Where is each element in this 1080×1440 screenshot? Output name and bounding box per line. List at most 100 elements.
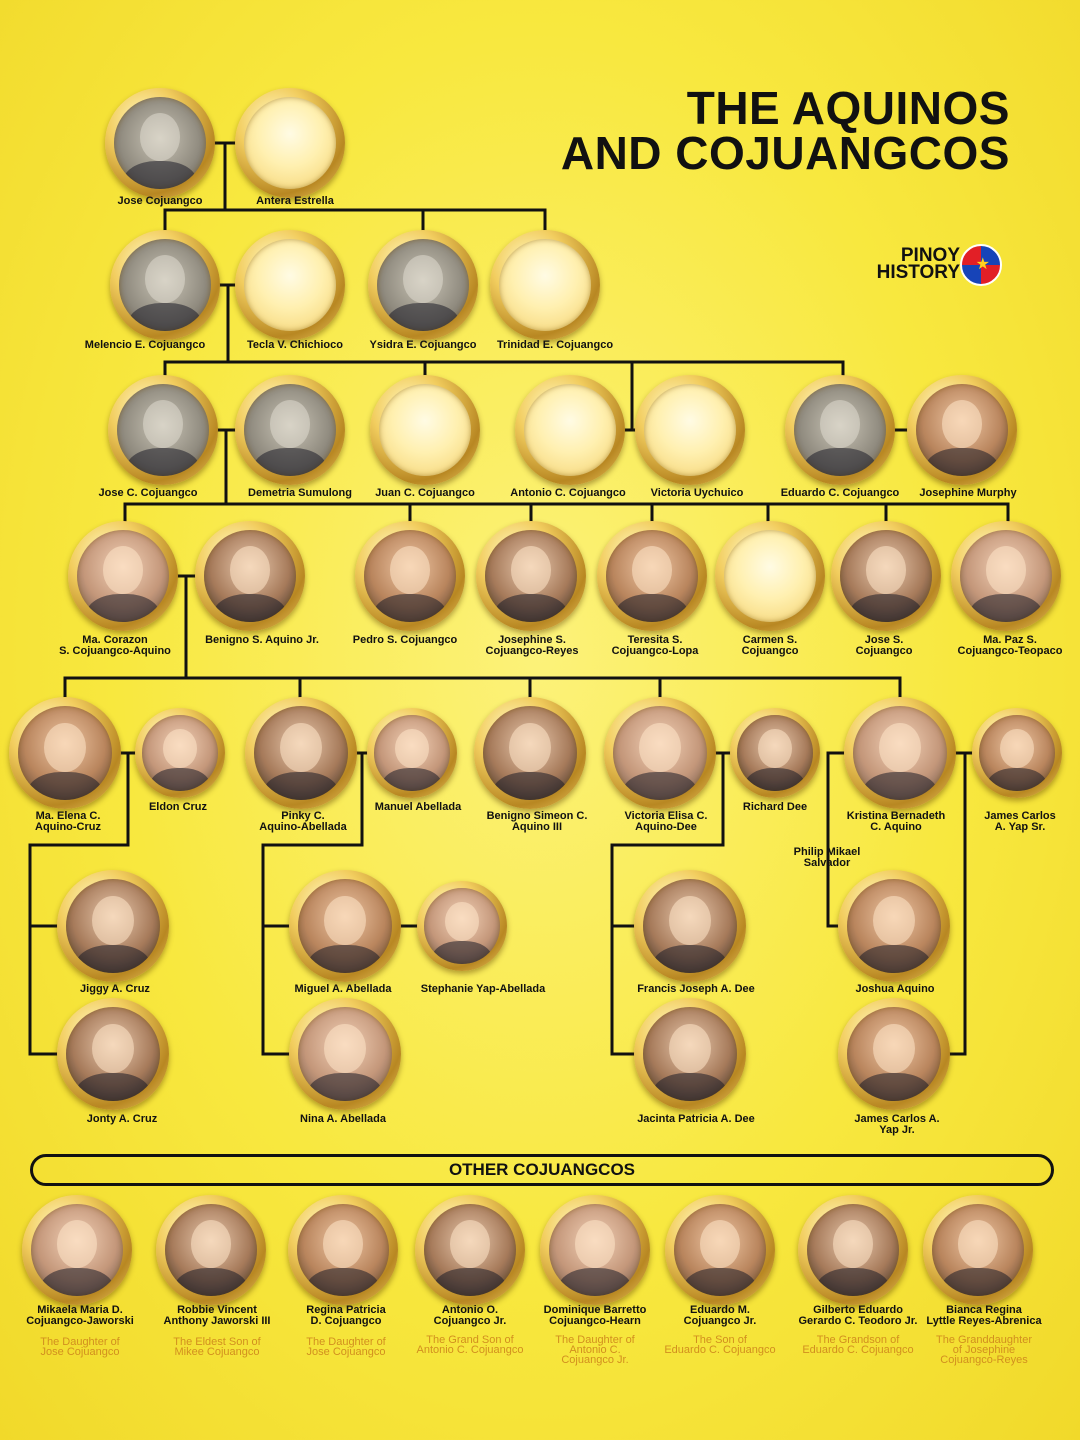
portrait-face — [832, 1220, 874, 1269]
portrait-photo — [253, 705, 349, 801]
portrait-torso — [149, 768, 211, 791]
portrait-face — [163, 728, 197, 769]
portrait-photo — [118, 238, 212, 332]
avatar-eduardo-c-cojuangco — [785, 375, 895, 485]
portrait-torso — [941, 1268, 1015, 1297]
name-kristina-bernadeth-c-aquino: Kristina Bernadeth C. Aquino — [846, 810, 946, 833]
portrait-photo — [203, 529, 297, 623]
brand-line-1: PINOY — [900, 245, 960, 266]
portrait-torso — [75, 944, 151, 974]
relation-dominique-barretto-cojuangco-hearn: The Daughter of Antonio C. Cojuangco Jr. — [555, 1334, 635, 1366]
portrait-face — [280, 722, 322, 772]
brand-logo: PINOY HISTORY ★ — [852, 244, 1002, 286]
avatar-tecla-v-chichioco — [235, 230, 345, 340]
portrait-face — [873, 895, 915, 945]
avatar-ma-paz-s-cojuangco-teopaco — [951, 521, 1061, 631]
relation-regina-patricia-d-cojuangco: The Daughter of Jose Cojuangco — [306, 1336, 386, 1358]
portrait-face — [324, 895, 366, 945]
avatar-jiggy-a-cruz — [57, 870, 169, 982]
avatar-nina-a-abellada — [289, 998, 401, 1110]
brand-line-2: HISTORY — [876, 262, 960, 283]
name-ma-elena-c-aquino-cruz: Ma. Elena C. Aquino-Cruz — [35, 810, 101, 833]
portrait-torso — [86, 594, 160, 623]
portrait-photo — [374, 715, 450, 791]
portrait-photo — [605, 529, 699, 623]
avatar-benigno-simeon-c-aquino-iii — [474, 697, 586, 809]
portrait-face — [389, 546, 431, 595]
portrait-face — [669, 1023, 711, 1073]
name-dominique-barretto-cojuangco-hearn: Dominique Barretto Cojuangco-Hearn — [543, 1304, 647, 1327]
chart-title: THE AQUINOS AND COJUANGCOS — [510, 82, 1010, 176]
portrait-torso — [969, 594, 1043, 623]
portrait-photo — [297, 1006, 393, 1102]
title-line-1: THE AQUINOS — [686, 82, 1010, 134]
avatar-benigno-s-aquino-jr — [195, 521, 305, 631]
portrait-face — [56, 1220, 98, 1269]
portrait-torso — [849, 594, 923, 623]
avatar-robbie-vincent-anthony-jaworski-iii — [156, 1195, 266, 1305]
avatar-pinky-c-aquino-abellada — [245, 697, 357, 809]
portrait-torso — [75, 1072, 151, 1102]
portrait-torso — [492, 771, 568, 801]
portrait-torso — [40, 1268, 114, 1297]
portrait-photo — [979, 715, 1055, 791]
empty-photo-placeholder — [523, 383, 617, 477]
portrait-torso — [622, 771, 698, 801]
portrait-face — [1000, 728, 1034, 769]
relation-mikaela-maria-d-cojuangco-jaworski: The Daughter of Jose Cojuangco — [40, 1336, 120, 1358]
portrait-face — [44, 722, 86, 772]
portrait-torso — [431, 941, 493, 964]
avatar-jose-cojuangco — [105, 88, 215, 198]
name-ma-corazon-aquino: Ma. Corazon S. Cojuangco-Aquino — [59, 634, 171, 657]
name-richard-dee: Richard Dee — [742, 801, 808, 813]
portrait-face — [324, 1023, 366, 1073]
portrait-photo — [65, 878, 161, 974]
name-philip-mikael-salvador: Philip Mikael Salvador — [793, 846, 861, 869]
name-demetria-sumulong: Demetria Sumulong — [248, 487, 352, 499]
name-jiggy-a-cruz: Jiggy A. Cruz — [80, 983, 150, 995]
avatar-james-carlos-a-yap-jr — [838, 998, 950, 1110]
name-ysidra-e-cojuangco: Ysidra E. Cojuangco — [369, 339, 477, 351]
avatar-ysidra-e-cojuangco — [368, 230, 478, 340]
avatar-ma-corazon-aquino — [68, 521, 178, 631]
name-eduardo-m-cojuangco-jr: Eduardo M. Cojuangco Jr. — [683, 1304, 757, 1327]
name-robbie-vincent-anthony-jaworski-iii: Robbie Vincent Anthony Jaworski III — [163, 1304, 271, 1327]
portrait-photo — [673, 1203, 767, 1297]
name-james-carlos-a-yap-sr: James Carlos A. Yap Sr. — [984, 810, 1056, 833]
name-benigno-s-aquino-jr: Benigno S. Aquino Jr. — [205, 634, 319, 646]
avatar-jonty-a-cruz — [57, 998, 169, 1110]
portrait-face — [269, 400, 311, 449]
portrait-torso — [986, 768, 1048, 791]
empty-photo-placeholder — [378, 383, 472, 477]
name-tecla-v-chichioco: Tecla V. Chichioco — [247, 339, 343, 351]
name-josephine-murphy: Josephine Murphy — [919, 487, 1017, 499]
name-melencio-e-cojuangco: Melencio E. Cojuangco — [84, 339, 206, 351]
avatar-james-carlos-a-yap-sr — [972, 708, 1062, 798]
portrait-torso — [213, 594, 287, 623]
portrait-torso — [381, 768, 443, 791]
relation-gilberto-eduardo-gerardo-c-teodoro-jr: The Grandson of Eduardo C. Cojuangco — [802, 1334, 914, 1356]
portrait-torso — [128, 303, 202, 332]
portrait-photo — [164, 1203, 258, 1297]
avatar-dominique-barretto-cojuangco-hearn — [540, 1195, 650, 1305]
portrait-face — [957, 1220, 999, 1269]
avatar-josephine-s-cojuangco-reyes — [476, 521, 586, 631]
portrait-photo — [116, 383, 210, 477]
portrait-torso — [123, 161, 197, 190]
portrait-photo — [806, 1203, 900, 1297]
portrait-photo — [959, 529, 1053, 623]
portrait-torso — [856, 1072, 932, 1102]
portrait-face — [395, 728, 429, 769]
avatar-jose-s-cojuangco — [831, 521, 941, 631]
portrait-torso — [652, 1072, 728, 1102]
avatar-victoria-elisa-c-aquino-dee — [604, 697, 716, 809]
portrait-photo — [548, 1203, 642, 1297]
portrait-photo — [642, 1006, 738, 1102]
name-josephine-s-cojuangco-reyes: Josephine S. Cojuangco-Reyes — [485, 634, 579, 657]
avatar-joshua-aquino — [838, 870, 950, 982]
portrait-torso — [433, 1268, 507, 1297]
portrait-face — [985, 546, 1027, 595]
portrait-photo — [915, 383, 1009, 477]
avatar-trinidad-e-cojuangco — [490, 230, 600, 340]
avatar-eldon-cruz — [135, 708, 225, 798]
